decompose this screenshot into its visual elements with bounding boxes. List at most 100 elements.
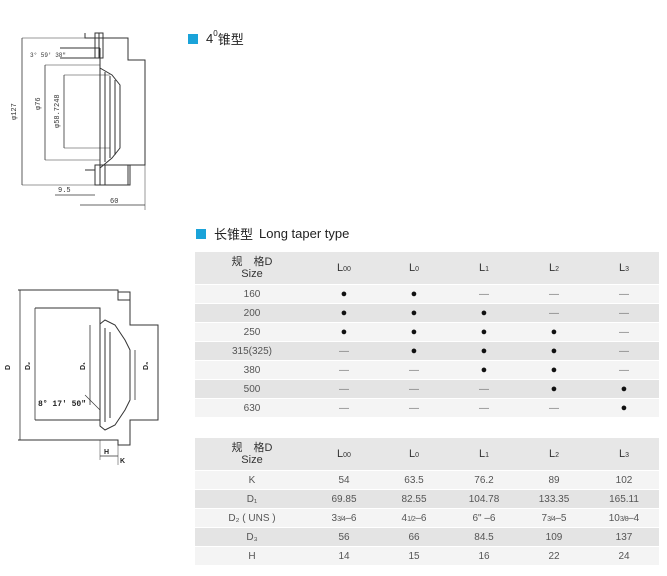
size-cell: 250 xyxy=(195,322,309,342)
column-header-main: L xyxy=(548,448,556,460)
column-header: L00 xyxy=(309,252,379,285)
availability-cell: ● xyxy=(449,322,519,342)
column-header-main: L xyxy=(337,448,344,460)
whole-part: 10 xyxy=(608,512,620,524)
available-dot-icon: ● xyxy=(410,288,418,300)
value-cell: 102 xyxy=(589,470,659,490)
whole-part: 7 xyxy=(541,512,548,524)
angle-label-2: 8° 17′ 50″ xyxy=(38,400,86,409)
availability-cell: — xyxy=(519,303,589,323)
column-header-main: L xyxy=(478,448,486,460)
size-cell: 200 xyxy=(195,303,309,323)
unavailable-dash: — xyxy=(339,383,349,395)
table-row: 500———●● xyxy=(195,379,659,399)
column-header-sub: 2 xyxy=(555,266,560,273)
value-cell: 63.5 xyxy=(379,470,449,490)
unavailable-dash: — xyxy=(619,364,629,376)
availability-cell: ● xyxy=(449,360,519,380)
availability-cell: — xyxy=(589,284,659,304)
available-dot-icon: ● xyxy=(550,326,558,338)
label-D2: D₂ xyxy=(25,362,32,370)
table-row: 200●●●—— xyxy=(195,303,659,323)
value-cell: 103/8–4 xyxy=(589,508,659,528)
value-cell: 54 xyxy=(309,470,379,490)
available-dot-icon: ● xyxy=(550,383,558,395)
label-D3: D₃ xyxy=(143,362,150,370)
table-row: 315(325)—●●●— xyxy=(195,341,659,361)
value-cell: 16 xyxy=(449,546,519,566)
availability-cell: ● xyxy=(589,379,659,399)
unavailable-dash: — xyxy=(549,288,559,300)
availability-cell: — xyxy=(449,284,519,304)
column-header: L00 xyxy=(309,438,379,471)
value-cell: 14 xyxy=(309,546,379,566)
section-long-taper-title: 长锥型 Long taper type xyxy=(196,224,349,243)
availability-cell: — xyxy=(309,341,379,361)
availability-cell: ● xyxy=(309,303,379,323)
availability-cell: ● xyxy=(519,341,589,361)
dim-9-5: 9.5 xyxy=(58,187,71,195)
size-header-cn: 规 格D xyxy=(231,442,273,454)
size-header-cn: 规 格D xyxy=(231,256,273,268)
availability-cell: ● xyxy=(519,379,589,399)
column-header: L0 xyxy=(379,252,449,285)
value-cell: 165.11 xyxy=(589,489,659,509)
value-cell: 84.5 xyxy=(449,527,519,547)
value-cell: 15 xyxy=(379,546,449,566)
fraction-part: 3/8 xyxy=(619,515,629,523)
availability-cell: — xyxy=(379,398,449,418)
availability-cell: — xyxy=(589,360,659,380)
value-cell: 109 xyxy=(519,527,589,547)
value-cell: 104.78 xyxy=(449,489,519,509)
size-header-en: Size xyxy=(241,268,263,280)
availability-cell: — xyxy=(589,341,659,361)
available-dot-icon: ● xyxy=(480,364,488,376)
column-header: L1 xyxy=(449,438,519,471)
value-cell: 82.55 xyxy=(379,489,449,509)
fraction-part: 3/4 xyxy=(547,515,556,523)
dim-60: 60 xyxy=(110,198,118,206)
column-header-main: L xyxy=(478,262,486,274)
row-label: D₁ xyxy=(195,489,309,509)
unavailable-dash: — xyxy=(619,326,629,338)
unavailable-dash: — xyxy=(409,383,419,395)
column-header-main: L xyxy=(337,262,344,274)
availability-cell: ● xyxy=(379,322,449,342)
size-cell: 380 xyxy=(195,360,309,380)
column-header-main: L xyxy=(408,262,416,274)
unavailable-dash: — xyxy=(619,345,629,357)
available-dot-icon: ● xyxy=(620,383,628,395)
dim-58: φ58.7248 xyxy=(54,94,62,128)
column-header-sub: 1 xyxy=(485,452,490,459)
unavailable-dash: — xyxy=(619,288,629,300)
available-dot-icon: ● xyxy=(550,364,558,376)
column-header: L3 xyxy=(589,438,659,471)
fraction-part: 1/2 xyxy=(407,515,416,523)
row-label: H xyxy=(195,546,309,566)
size-header-en: Size xyxy=(241,454,263,466)
dim-127: φ127 xyxy=(11,103,19,120)
thread-part: –4 xyxy=(628,512,640,524)
section-marker-icon xyxy=(188,33,198,44)
availability-cell: — xyxy=(309,379,379,399)
angle-label-1: 3° 59′ 38″ xyxy=(30,52,66,59)
availability-cell: — xyxy=(589,303,659,323)
unavailable-dash: — xyxy=(619,307,629,319)
size-cell: 500 xyxy=(195,379,309,399)
column-header: L3 xyxy=(589,252,659,285)
column-header-main: L xyxy=(548,262,556,274)
unavailable-dash: — xyxy=(479,288,489,300)
value-cell: 133.35 xyxy=(519,489,589,509)
availability-cell: ● xyxy=(379,303,449,323)
table-row: 160●●——— xyxy=(195,284,659,304)
column-header: L1 xyxy=(449,252,519,285)
availability-cell: ● xyxy=(379,341,449,361)
sec1-title-tail: 锥型 xyxy=(217,32,244,47)
